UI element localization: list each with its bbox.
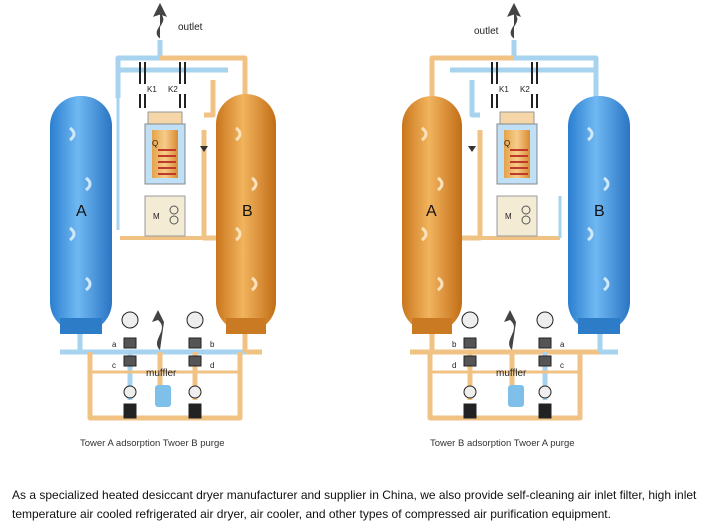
motor-label: M bbox=[153, 212, 160, 221]
tower-b-label: B bbox=[594, 203, 605, 220]
heater-label: Q bbox=[504, 139, 510, 148]
heater-label: Q bbox=[152, 139, 158, 148]
diagram-left: outlet K1 K2 Q M bbox=[50, 2, 276, 449]
outlet-label: outlet bbox=[178, 22, 203, 33]
valve-label-a: a bbox=[560, 340, 565, 349]
k-valves-right bbox=[491, 62, 538, 108]
description-text: As a specialized heated desiccant dryer … bbox=[12, 488, 697, 521]
caption-left: Tower A adsorption Twoer B purge bbox=[80, 438, 225, 449]
motor-right bbox=[496, 195, 538, 237]
tower-b-right bbox=[568, 96, 630, 334]
heater-right bbox=[496, 111, 538, 185]
check-valve-icon bbox=[468, 146, 476, 152]
caption-right: Tower B adsorption Twoer A purge bbox=[430, 438, 575, 449]
heater-left bbox=[144, 111, 186, 185]
valve-label-c: c bbox=[112, 361, 116, 370]
outlet-label: outlet bbox=[474, 26, 499, 37]
valve-label-a: a bbox=[112, 340, 117, 349]
tower-b-left bbox=[216, 94, 276, 334]
outlet-arrow-icon bbox=[507, 2, 521, 39]
valve-label-b: b bbox=[452, 340, 457, 349]
tower-a-left bbox=[50, 96, 112, 334]
muffler-label: muffler bbox=[146, 368, 177, 379]
check-valve-icon bbox=[200, 146, 208, 152]
k2-label: K2 bbox=[168, 85, 178, 94]
muffler-left bbox=[155, 385, 171, 407]
k-valves-left bbox=[139, 62, 186, 108]
muffler-right bbox=[508, 385, 524, 407]
purge-exhaust-arrow-icon bbox=[152, 310, 164, 350]
diagram-right: outlet K1 K2 Q M A bbox=[402, 2, 630, 449]
valve-label-b: b bbox=[210, 340, 215, 349]
tower-b-label: B bbox=[242, 203, 253, 220]
valve-label-d: d bbox=[452, 361, 456, 370]
outlet-arrow-icon bbox=[153, 2, 167, 39]
tower-a-label: A bbox=[76, 203, 87, 220]
purge-exhaust-arrow-icon bbox=[504, 310, 516, 350]
valve-label-c: c bbox=[560, 361, 564, 370]
k2-label: K2 bbox=[520, 85, 530, 94]
k1-label: K1 bbox=[499, 85, 509, 94]
valves-left bbox=[121, 311, 204, 419]
tower-a-right bbox=[402, 96, 462, 334]
valve-label-d: d bbox=[210, 361, 214, 370]
tower-a-label: A bbox=[426, 203, 437, 220]
valves-right bbox=[461, 311, 554, 419]
k1-label: K1 bbox=[147, 85, 157, 94]
dryer-diagram-canvas: outlet K1 K2 Q M bbox=[50, 2, 630, 449]
motor-left bbox=[144, 195, 186, 237]
motor-label: M bbox=[505, 212, 512, 221]
muffler-label: muffler bbox=[496, 368, 527, 379]
